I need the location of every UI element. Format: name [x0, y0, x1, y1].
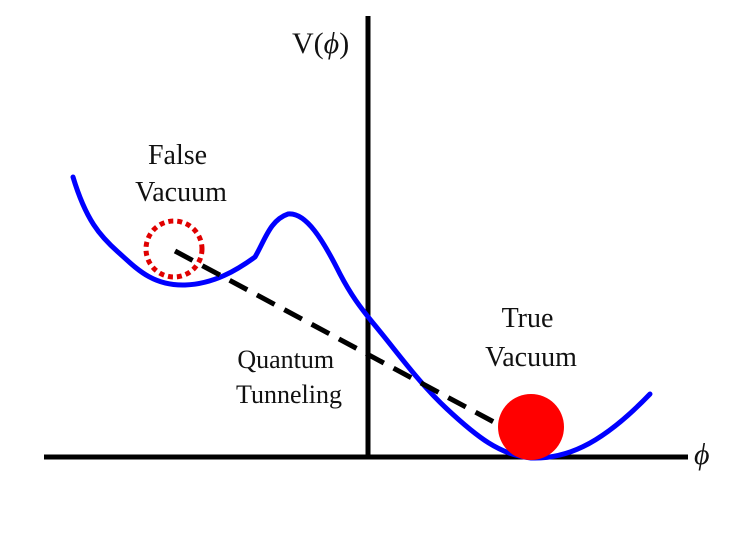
- y-axis-label-suffix: ): [339, 27, 349, 60]
- quantum-tunneling-label-line2: Tunneling: [236, 380, 342, 409]
- tunneling-path: [173, 248, 507, 431]
- false-vacuum-marker: [143, 218, 205, 280]
- quantum-tunneling-label-line1: Quantum: [237, 345, 334, 374]
- y-axis-label: V(ϕ): [292, 27, 349, 60]
- y-axis-label-prefix: V(: [292, 27, 324, 60]
- potential-curve: [70, 174, 653, 461]
- true-vacuum-label: True Vacuum: [485, 303, 577, 373]
- y-axis-symbol: ϕ: [324, 27, 340, 60]
- true-vacuum-label-line1: True: [502, 303, 554, 334]
- true-vacuum-label-line2: Vacuum: [485, 342, 577, 373]
- x-axis-label: ϕ: [694, 438, 710, 471]
- false-vacuum-label-line2: Vacuum: [135, 177, 227, 208]
- quantum-tunneling-label: Quantum Tunneling: [236, 345, 342, 409]
- true-vacuum-ball: [498, 394, 564, 460]
- x-axis-symbol: ϕ: [694, 438, 710, 471]
- false-vacuum-label-line1: False: [148, 140, 207, 171]
- false-vacuum-label: False Vacuum: [135, 140, 227, 208]
